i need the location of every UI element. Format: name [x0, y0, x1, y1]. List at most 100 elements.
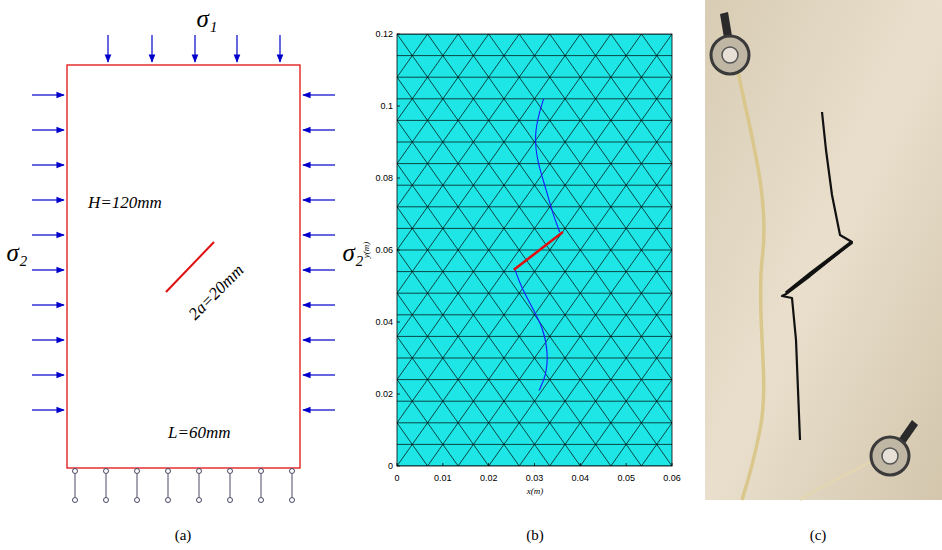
mesh-edge: [443, 380, 458, 402]
mesh-edge: [580, 444, 595, 466]
mesh-edge: [458, 164, 473, 186]
mesh-edge: [580, 380, 595, 402]
mesh-edge: [596, 401, 611, 423]
mesh-edge: [397, 379, 672, 380]
load-arrow: [303, 374, 335, 375]
mesh-edge: [519, 120, 534, 142]
mesh-edge: [489, 423, 504, 445]
mesh-edge: [596, 272, 611, 294]
mesh-edge: [458, 185, 473, 207]
mesh-edge: [657, 444, 672, 466]
mesh-edge: [519, 336, 534, 358]
mesh-edge: [535, 293, 550, 315]
mesh-edge: [412, 380, 427, 402]
axis-tick: [397, 178, 400, 179]
mesh-edge: [611, 99, 626, 121]
tick-label: 0.02: [480, 474, 498, 483]
load-arrow: [303, 304, 335, 305]
mesh-edge: [626, 444, 641, 466]
mesh-edge: [428, 358, 443, 380]
mesh-edge: [412, 315, 427, 337]
mesh-edge: [443, 444, 458, 466]
mesh-edge: [550, 164, 565, 186]
mesh-edge: [504, 77, 519, 99]
mesh-edge: [565, 315, 580, 337]
mesh-edge: [580, 401, 595, 423]
mesh-edge: [611, 164, 626, 186]
load-arrow: [32, 199, 64, 200]
mesh-edge: [458, 358, 473, 380]
mesh-edge: [397, 34, 412, 56]
roller-support: [290, 469, 295, 503]
mesh-edge: [535, 315, 550, 337]
mesh-edge: [458, 250, 473, 272]
mesh-edge: [565, 142, 580, 164]
mesh-edge: [626, 77, 641, 99]
tick-label: 0.06: [663, 474, 681, 483]
mesh-edge: [504, 120, 519, 142]
mesh-edge: [443, 185, 458, 207]
mesh-edge: [443, 358, 458, 380]
mesh-edge: [443, 336, 458, 358]
mesh-edge: [657, 99, 672, 121]
mesh-edge: [596, 423, 611, 445]
mesh-edge: [519, 164, 534, 186]
mesh-edge: [489, 185, 504, 207]
mesh-edge: [412, 142, 427, 164]
mesh-edge: [489, 228, 504, 250]
mesh-edge: [412, 272, 427, 294]
mesh-edge: [641, 228, 656, 250]
axis-tick: [397, 250, 400, 251]
support-pin: [104, 498, 109, 503]
mesh-edge: [473, 358, 488, 380]
mesh-edge: [611, 293, 626, 315]
load-arrow: [194, 35, 195, 62]
support-pin: [259, 469, 264, 474]
load-arrow: [303, 164, 335, 165]
mesh-edge: [473, 293, 488, 315]
mesh-edge: [641, 358, 656, 380]
mesh-edge: [504, 34, 519, 56]
mesh-edge: [458, 228, 473, 250]
mesh-edge: [596, 34, 611, 56]
mesh-edge: [626, 228, 641, 250]
mesh-edge: [580, 34, 595, 56]
mesh-edge: [641, 34, 656, 56]
mesh-edge: [397, 423, 412, 445]
support-pin: [104, 469, 109, 474]
mesh-edge: [412, 250, 427, 272]
mesh-edge: [412, 358, 427, 380]
dimension-label: 2a=20mm: [185, 261, 247, 323]
mesh-edge: [641, 401, 656, 423]
mesh-edge: [397, 164, 412, 186]
mesh-edge: [428, 185, 443, 207]
support-pin: [228, 469, 233, 474]
load-arrow: [32, 234, 64, 235]
support-link: [106, 474, 107, 497]
mesh-edge: [596, 142, 611, 164]
mesh-edge: [535, 34, 550, 56]
mesh-edge: [565, 164, 580, 186]
mesh-edge: [428, 228, 443, 250]
mesh-edge: [412, 401, 427, 423]
mesh-edge: [611, 423, 626, 445]
mesh-edge: [641, 207, 656, 229]
mesh-edge: [458, 272, 473, 294]
mesh-edge: [443, 423, 458, 445]
tick-label: 0.08: [375, 174, 393, 183]
mesh-edge: [657, 272, 672, 294]
mesh-edge: [489, 142, 504, 164]
mesh-edge: [535, 423, 550, 445]
mesh-edge: [641, 164, 656, 186]
mesh-edge: [473, 120, 488, 142]
tick-label: 0.1: [380, 102, 393, 111]
mesh-edge: [473, 142, 488, 164]
mesh-edge: [397, 293, 412, 315]
mesh-edge: [443, 99, 458, 121]
mesh-edge: [657, 77, 672, 99]
tick-label: 0.06: [375, 246, 393, 255]
mesh-edge: [458, 380, 473, 402]
mesh-edge: [458, 423, 473, 445]
mesh-edge: [550, 185, 565, 207]
mesh-edge: [473, 207, 488, 229]
